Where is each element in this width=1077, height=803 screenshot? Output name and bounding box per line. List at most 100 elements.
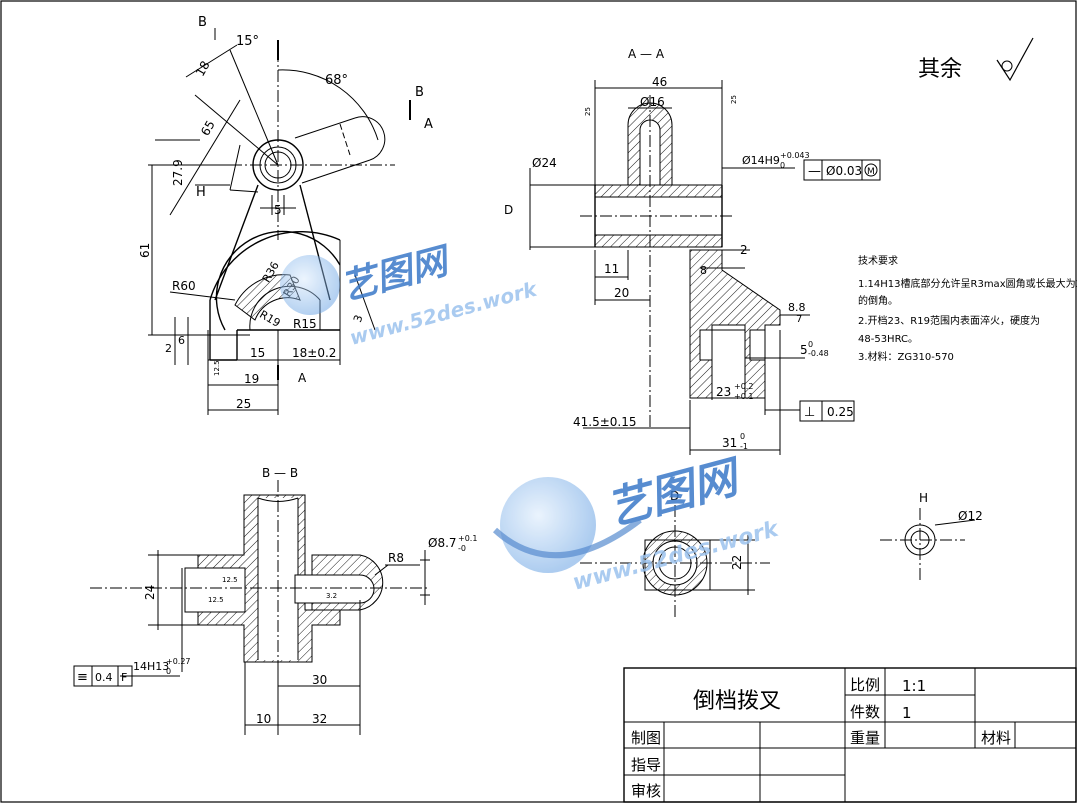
tech-requirements: 技术要求 1.14H13槽底部分允许呈R3max圆角或长最大为3 的倒角。 2.…: [858, 254, 1077, 363]
dim-31: 31: [722, 436, 737, 450]
dim-25: 25: [236, 397, 251, 411]
dim-22: 22: [730, 555, 744, 570]
material-label: 材料: [981, 729, 1011, 747]
rough-bb-1: 12.5: [222, 576, 238, 584]
bb-section: [90, 480, 430, 735]
section-A-bottom: A: [298, 371, 307, 385]
rough-bb-3: 3.2: [326, 592, 337, 600]
dim-41-5: 41.5±0.15: [573, 415, 637, 429]
dim-2-aa: 2: [740, 243, 748, 257]
symmetry-symbol: ≡: [77, 670, 88, 685]
title-block: [623, 667, 1077, 803]
section-B-top: B: [198, 15, 207, 30]
drawn-label: 制图: [631, 729, 661, 747]
dim-5-aa: 5: [800, 343, 808, 357]
straightness-value: Ø0.03: [826, 164, 862, 178]
aa-section: [529, 80, 810, 455]
main-view: [148, 28, 411, 415]
dim-phi14-tol0: 0: [780, 161, 785, 170]
rough-12-5-a: 12.5: [213, 360, 221, 376]
dim-15deg: 15°: [236, 34, 259, 49]
main-view-labels: 15° 18 68° 65 27.9 H B B A 5 61 R60 R36 …: [138, 15, 433, 411]
rough-bb-2: 12.5: [208, 596, 224, 604]
dim-15: 15: [250, 346, 265, 360]
watermark-brand-top: 艺图网: [337, 240, 457, 309]
dim-18: 18: [193, 58, 213, 78]
dim-31-tol: 0: [740, 432, 745, 441]
scale-value: 1:1: [902, 677, 926, 695]
tech-line3: 2.开档23、R19范围内表面淬火，硬度为: [858, 314, 1040, 327]
symmetry-value: 0.4: [95, 671, 113, 684]
dim-5: 5: [274, 203, 282, 217]
dim-phi12: Ø12: [958, 509, 983, 523]
perp-value: 0.25: [827, 405, 854, 419]
dim-46: 46: [652, 75, 667, 89]
rough-aa-2: 25: [730, 95, 738, 104]
dim-phi16: Ø16: [640, 95, 665, 109]
dim-23: 23: [716, 385, 731, 399]
dim-phi8-tol2: -0: [458, 544, 466, 553]
dim-30: 30: [312, 673, 327, 687]
dim-2: 2: [165, 342, 172, 355]
guide-label: 指导: [631, 756, 661, 774]
aa-title: A — A: [628, 47, 665, 61]
straightness-datum: M: [867, 167, 875, 177]
dim-23-tol2: +0.1: [734, 392, 753, 401]
tech-line2: 的倒角。: [858, 294, 898, 307]
dim-R19: R19: [257, 308, 282, 330]
dim-18pm: 18±0.2: [292, 346, 336, 360]
dim-phi8-7: Ø8.7: [428, 536, 457, 550]
dim-10: 10: [256, 712, 271, 726]
dim-19: 19: [244, 372, 259, 386]
dim-32: 32: [312, 712, 327, 726]
perpendicularity-frame: ⊥ 0.25: [799, 400, 855, 422]
dim-24: 24: [143, 585, 157, 600]
title-block-text: 倒档拨叉 比例 1:1 件数 1 重量 材料 制图 指导 审核: [631, 676, 1011, 800]
d-view: [580, 505, 770, 620]
dim-27-9: 27.9: [171, 159, 185, 186]
dim-8-8: 8.8: [788, 301, 806, 314]
tech-title: 技术要求: [858, 254, 898, 267]
check-label: 审核: [631, 782, 661, 800]
dim-14H13: 14H13: [133, 660, 169, 673]
dim-3: 3: [351, 313, 366, 324]
dim-20: 20: [614, 286, 629, 300]
dim-8: 8: [700, 264, 707, 277]
bb-section-labels: B — B 24 Ø8.7 +0.1 -0 R8 14H13 +0.27 0 3…: [133, 466, 477, 726]
dim-7: 7: [796, 314, 802, 325]
aa-section-labels: A — A 46 Ø16 Ø24 D Ø14H9 +0.043 0 2 11 2…: [504, 47, 829, 451]
perp-symbol: ⊥: [804, 405, 815, 420]
dim-R15: R15: [293, 317, 317, 331]
symmetry-datum: F: [121, 671, 127, 684]
dim-phi14: Ø14H9: [742, 154, 780, 167]
qty-value: 1: [902, 704, 912, 722]
dim-14H13-tol2: 0: [166, 667, 171, 676]
dim-11: 11: [604, 262, 619, 276]
label-D: D: [504, 203, 513, 217]
dim-R60: R60: [172, 279, 196, 293]
dim-61: 61: [138, 243, 152, 258]
rough-aa-1: 25: [584, 107, 592, 116]
dim-68deg: 68°: [325, 73, 348, 88]
dim-23-tol: +0.2: [734, 382, 753, 391]
qty-label: 件数: [850, 703, 880, 721]
label-H: H: [196, 185, 206, 200]
h-view: [880, 508, 976, 580]
dim-phi24: Ø24: [532, 156, 557, 170]
straightness-frame: — Ø0.03 M: [803, 159, 881, 181]
label-D-view: D: [670, 489, 679, 503]
tech-line5: 3.材料：ZG310-570: [858, 350, 954, 363]
dim-5-tol: 0: [808, 340, 813, 349]
tech-line1: 1.14H13槽底部分允许呈R3max圆角或长最大为3: [858, 277, 1077, 290]
tech-line4: 48-53HRC。: [858, 334, 918, 345]
watermark-center: 艺图网 www.52des.work: [492, 451, 782, 596]
dim-6: 6: [178, 334, 185, 347]
dim-14H13-tol: +0.27: [166, 657, 191, 666]
dim-5-tol2: -0.48: [808, 349, 829, 358]
straightness-symbol: —: [808, 164, 821, 179]
section-A-right: A: [424, 117, 433, 132]
label-H-view: H: [919, 491, 928, 505]
bb-title: B — B: [262, 466, 298, 480]
